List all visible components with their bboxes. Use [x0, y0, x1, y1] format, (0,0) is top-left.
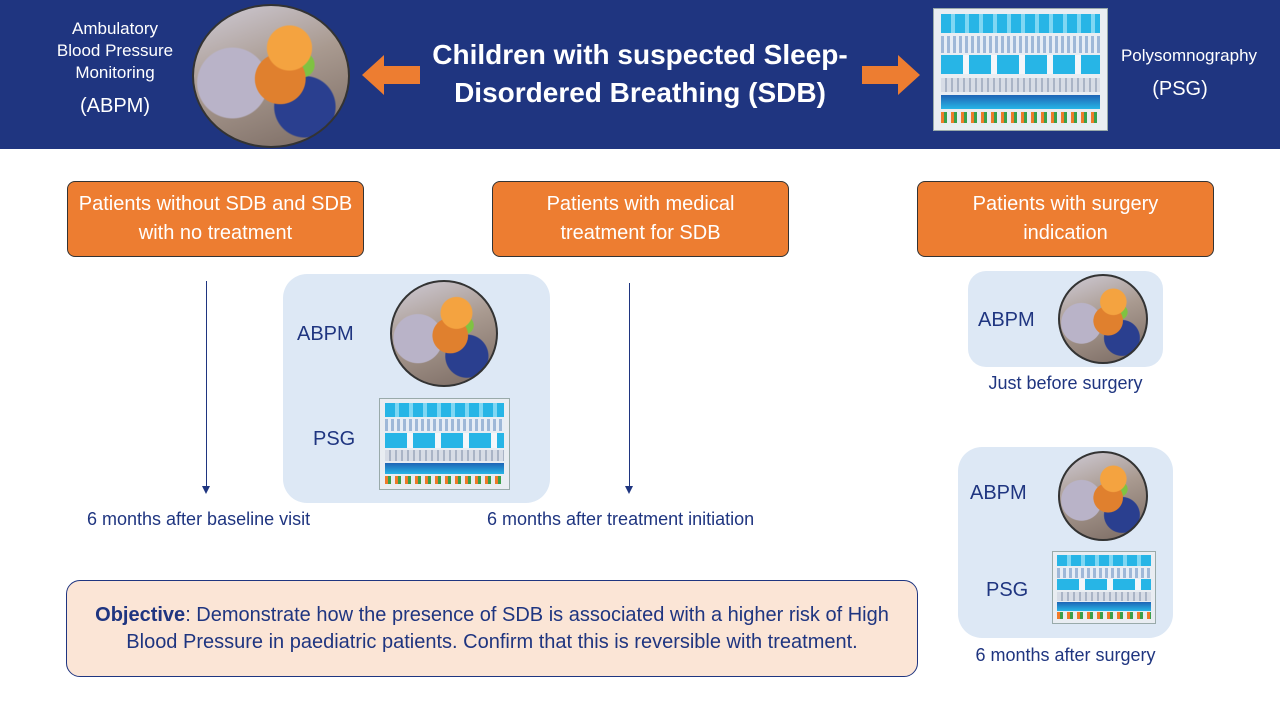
- objective-text: Objective: Demonstrate how the presence …: [87, 602, 897, 656]
- abpm-abbr-label: (ABPM): [80, 95, 150, 117]
- child-abpm-photo: [1058, 451, 1148, 541]
- psg-label: PSG: [986, 579, 1029, 601]
- timeline-line-2: [629, 283, 630, 488]
- orange-arrow-left-icon: [362, 55, 420, 95]
- child-abpm-photo: [390, 280, 498, 387]
- timeline-arrowhead-2: [625, 486, 633, 494]
- group-no-treatment-label: Patients without SDB and SDB with no tre…: [78, 193, 353, 244]
- child-abpm-photo: [1058, 274, 1148, 364]
- objective-label: Objective: [95, 603, 186, 626]
- timepoint-treatment: 6 months after treatment initiation: [487, 509, 755, 529]
- psg-screenshot: [1052, 551, 1156, 624]
- psg-screenshot: [933, 8, 1108, 131]
- timepoint-baseline: 6 months after baseline visit: [87, 509, 311, 529]
- group-surgery-box: Patients with surgery indication: [917, 181, 1214, 257]
- page-title: Children with suspected Sleep-Disordered…: [432, 39, 848, 108]
- timeline-arrowhead-1: [202, 486, 210, 494]
- group-medical-treatment-label: Patients with medical treatment for SDB: [546, 193, 735, 244]
- psg-abbr-label: (PSG): [1152, 78, 1208, 100]
- group-surgery-label: Patients with surgery indication: [972, 193, 1159, 244]
- abpm-full-label: Ambulatory Blood Pressure Monitoring: [56, 19, 174, 82]
- timepoint-pre-surgery: Just before surgery: [988, 373, 1143, 393]
- orange-arrow-right-icon: [862, 55, 920, 95]
- abpm-label: ABPM: [297, 323, 354, 345]
- objective-body: : Demonstrate how the presence of SDB is…: [126, 603, 889, 653]
- psg-screenshot: [379, 398, 510, 490]
- psg-label: PSG: [313, 428, 356, 450]
- objective-box: Objective: Demonstrate how the presence …: [66, 580, 918, 677]
- timepoint-post-surgery: 6 months after surgery: [975, 645, 1156, 665]
- child-abpm-photo: [192, 4, 350, 148]
- abpm-label: ABPM: [978, 309, 1035, 331]
- timeline-line-1: [206, 281, 207, 488]
- group-medical-treatment-box: Patients with medical treatment for SDB: [492, 181, 789, 257]
- abpm-label: ABPM: [970, 482, 1027, 504]
- psg-full-label: Polysomnography: [1120, 46, 1258, 65]
- group-no-treatment-box: Patients without SDB and SDB with no tre…: [67, 181, 364, 257]
